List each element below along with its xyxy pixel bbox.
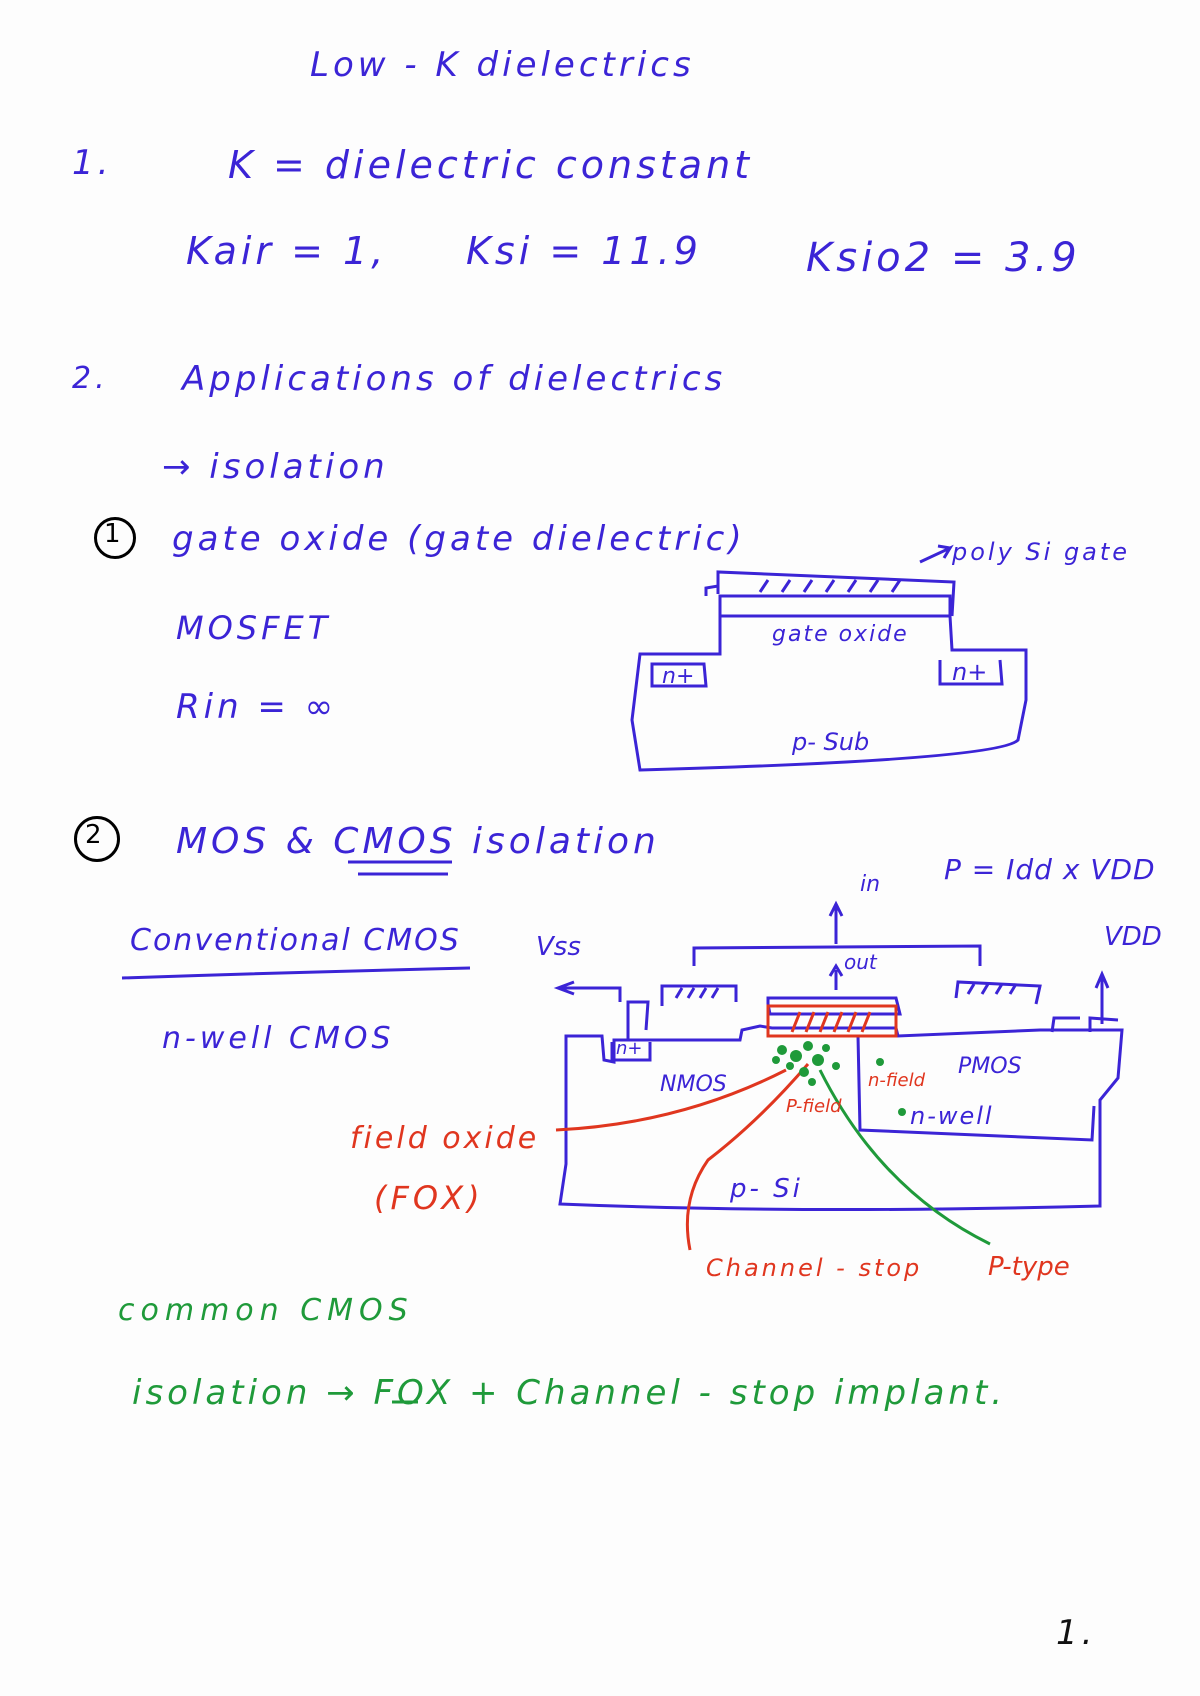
section2-number: 2. bbox=[72, 361, 109, 396]
fox-box bbox=[766, 1004, 898, 1038]
vss-wire bbox=[560, 986, 622, 1002]
conventional-cmos-label: Conventional CMOS bbox=[130, 923, 461, 958]
poly-si-pointer bbox=[919, 544, 954, 564]
k-air-value: Kair = 1, bbox=[186, 229, 388, 273]
p-sub-label: p- Sub bbox=[792, 728, 870, 756]
channel-stop-implant-dots bbox=[772, 1041, 906, 1116]
k-si-value: Ksi = 11.9 bbox=[466, 229, 702, 273]
page-number: 1. bbox=[1056, 1613, 1097, 1653]
p-si-label: p- Si bbox=[730, 1174, 803, 1204]
field-oxide-highlight bbox=[555, 1004, 898, 1251]
nmos-gate bbox=[660, 984, 738, 1006]
item1-marker: 1 bbox=[104, 519, 121, 549]
nplus-left-label: n+ bbox=[662, 664, 695, 689]
mosfet-label: MOSFET bbox=[176, 609, 332, 647]
nplus-box bbox=[610, 1042, 652, 1062]
section1-definition: K = dielectric constant bbox=[228, 143, 754, 187]
input-label: in bbox=[860, 872, 881, 897]
channel-stop-label: Channel - stop bbox=[706, 1254, 923, 1282]
p-sub-body bbox=[630, 614, 1028, 772]
output-label: out bbox=[844, 950, 877, 974]
p-field-label: P-field bbox=[786, 1096, 842, 1117]
p-type-label: P-type bbox=[988, 1252, 1070, 1282]
conventional-underline bbox=[121, 966, 471, 980]
section2-heading: Applications of dielectrics bbox=[182, 359, 727, 399]
item2-circle-marker bbox=[74, 816, 120, 862]
fox-pointer bbox=[555, 1068, 787, 1132]
p-type-pointer bbox=[818, 1069, 991, 1246]
channel-stop-pointer bbox=[685, 1063, 810, 1251]
power-equation: P = Idd x VDD bbox=[944, 853, 1156, 886]
nmos-label: NMOS bbox=[660, 1072, 727, 1097]
center-gate bbox=[766, 996, 902, 1016]
n-well-region bbox=[856, 1035, 1096, 1142]
item1-text: gate oxide (gate dielectric) bbox=[172, 519, 746, 559]
n-field-label: n-field bbox=[868, 1070, 926, 1091]
field-oxide-label: field oxide bbox=[350, 1121, 540, 1156]
gate-oxide-label: gate oxide bbox=[772, 622, 909, 647]
vss-label: Vss bbox=[536, 932, 581, 962]
vdd-label: VDD bbox=[1104, 922, 1162, 952]
nplus-left-region bbox=[650, 662, 708, 688]
poly-si-gate bbox=[716, 570, 956, 617]
isolation-arrow-line: → isolation bbox=[162, 447, 389, 487]
nplus-cmos-label: n+ bbox=[616, 1038, 643, 1059]
item1-circle-marker bbox=[94, 517, 136, 559]
item2-marker: 2 bbox=[85, 820, 102, 850]
n-well-label: n-well bbox=[910, 1102, 994, 1130]
gate-oxide-layer bbox=[718, 594, 952, 616]
summary-line2: isolation → FOX + Channel - stop implant… bbox=[132, 1373, 1007, 1413]
rin-label: Rin = ∞ bbox=[176, 687, 338, 727]
section1-number: 1. bbox=[72, 143, 113, 183]
poly-si-gate-label: poly Si gate bbox=[952, 538, 1131, 566]
p-si-body bbox=[558, 1024, 1124, 1212]
fox-label: (FOX) bbox=[374, 1179, 484, 1217]
input-wire bbox=[692, 944, 982, 966]
item2-text: MOS & CMOS isolation bbox=[176, 821, 660, 862]
pmos-label: PMOS bbox=[958, 1054, 1022, 1079]
mosfet-diagram bbox=[630, 544, 1028, 772]
cmos-diagram bbox=[553, 900, 1124, 1212]
page-title: Low - K dielectrics bbox=[310, 45, 695, 85]
pmos-gate bbox=[954, 980, 1042, 1005]
nplus-right-region bbox=[938, 659, 1004, 686]
k-sio2-value: Ksio2 = 3.9 bbox=[806, 235, 1081, 281]
nplus-right-label: n+ bbox=[952, 658, 988, 686]
summary-line1: common CMOS bbox=[118, 1293, 414, 1328]
nwell-cmos-label: n-well CMOS bbox=[162, 1021, 395, 1056]
